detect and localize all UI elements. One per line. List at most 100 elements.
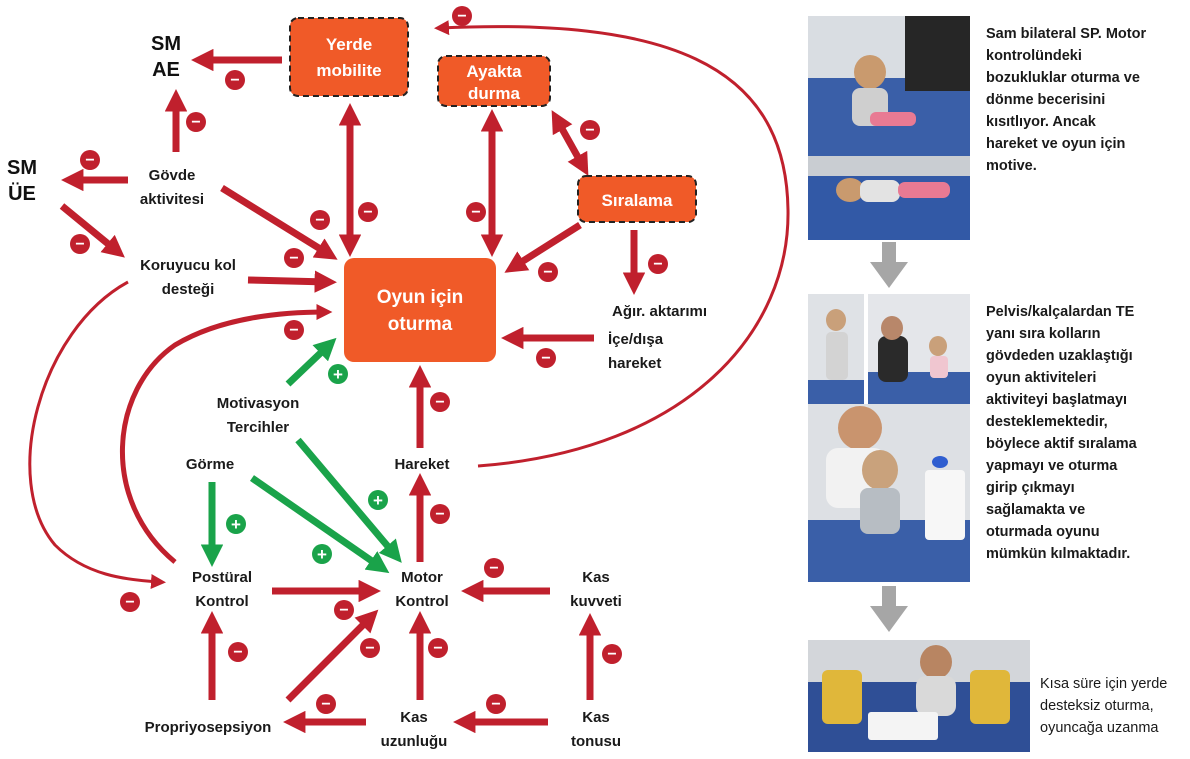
agirlik-label: Ağır. aktarımı — [612, 303, 707, 320]
svg-text:−: − — [433, 640, 442, 657]
minus-badge: − — [284, 248, 304, 268]
plus-badge: + — [368, 490, 388, 510]
minus-badge: − — [228, 642, 248, 662]
govde-line1: Gövde — [149, 167, 196, 184]
hareket-label: Hareket — [394, 456, 449, 473]
kas-uzunlugu-line1: Kas — [400, 709, 428, 726]
caption-3: Kısa süre için yerde desteksiz oturma, o… — [1040, 676, 1167, 736]
svg-text:−: − — [289, 250, 298, 267]
svg-text:+: + — [317, 545, 327, 564]
arrow-motivasyon-to-motor — [295, 437, 402, 563]
koruyucu-line2: desteği — [162, 281, 215, 298]
sm-ue-line2: ÜE — [8, 182, 36, 205]
minus-badge: − — [430, 504, 450, 524]
photo-child-sitting-on-mat — [808, 16, 970, 156]
govde-line2: aktivitesi — [140, 191, 204, 208]
siralama-label: Sıralama — [602, 191, 673, 210]
postural-line1: Postüral — [192, 569, 252, 586]
minus-badge: − — [334, 600, 354, 620]
motivasyon-line1: Motivasyon — [217, 395, 300, 412]
svg-text:+: + — [231, 515, 241, 534]
svg-text:−: − — [289, 322, 298, 339]
arrow-govde-to-oyun-oturma — [220, 185, 338, 260]
svg-text:−: − — [339, 602, 348, 619]
minus-badge: − — [538, 262, 558, 282]
minus-badge: − — [120, 592, 140, 612]
svg-text:−: − — [365, 640, 374, 657]
minus-badge: − — [80, 150, 100, 170]
svg-text:−: − — [585, 122, 594, 139]
caption3-line: oyuncağa uzanma — [1040, 720, 1159, 736]
minus-badge: − — [310, 210, 330, 230]
sm-ae-line1: SM — [151, 33, 181, 55]
minus-badge: − — [360, 638, 380, 658]
svg-text:−: − — [653, 256, 662, 273]
caption2-line: mümkün kılmaktadır. — [986, 546, 1130, 562]
caption1-line: Sam bilateral SP. Motor — [986, 26, 1146, 42]
sm-ae-line2: AE — [152, 59, 180, 81]
svg-text:−: − — [125, 594, 134, 611]
arrow-gorme-to-motor — [250, 475, 390, 574]
caption3-line: Kısa süre için yerde — [1040, 676, 1167, 692]
svg-text:+: + — [333, 365, 343, 384]
plus-badge: + — [226, 514, 246, 534]
minus-badge: − — [430, 392, 450, 412]
caption2-line: desteklemektedir, — [986, 414, 1108, 430]
motivasyon-line2: Tercihler — [227, 419, 289, 436]
svg-text:−: − — [435, 506, 444, 523]
kas-kuvveti-line2: kuvveti — [570, 593, 622, 610]
caption2-line: oyun aktiviteleri — [986, 370, 1096, 386]
ayakta-durma-line2: durma — [468, 84, 521, 103]
svg-text:−: − — [457, 8, 466, 25]
svg-text:−: − — [543, 264, 552, 281]
arrow-postural-to-oyun-oturma — [119, 304, 333, 564]
arrow-siralama-to-oyun-oturma — [504, 222, 582, 273]
caption2-line: yapmayı ve oturma — [986, 458, 1118, 474]
caption-2: Pelvis/kalçalardan TE yanı sıra kolların… — [986, 304, 1138, 562]
svg-text:−: − — [315, 212, 324, 229]
ayakta-durma-line1: Ayakta — [466, 62, 522, 81]
sm-ue-line1: SM — [7, 157, 37, 179]
box-ayakta-durma — [437, 55, 551, 107]
svg-text:−: − — [363, 204, 372, 221]
minus-badge: − — [428, 638, 448, 658]
minus-badge: − — [484, 558, 504, 578]
caption2-line: sağlamakta ve — [986, 502, 1085, 518]
gorme-label: Görme — [186, 456, 234, 473]
caption1-line: kısıtlıyor. Ancak — [986, 114, 1097, 130]
minus-badge: − — [225, 70, 245, 90]
minus-badge: − — [466, 202, 486, 222]
svg-text:−: − — [491, 696, 500, 713]
kas-kuvveti-line1: Kas — [582, 569, 610, 586]
caption1-line: dönme becerisini — [986, 92, 1105, 108]
svg-text:−: − — [607, 646, 616, 663]
minus-badge: − — [186, 112, 206, 132]
minus-badge: − — [452, 6, 472, 26]
caption1-line: bozukluklar oturma ve — [986, 70, 1140, 86]
propriyosepsiyon-label: Propriyosepsiyon — [145, 719, 272, 736]
kas-tonusu-line1: Kas — [582, 709, 610, 726]
flow-arrow-down-1 — [870, 242, 908, 288]
minus-badges: − − − − − − − − − − − − − − − − − − − − … — [70, 6, 668, 714]
koruyucu-line1: Koruyucu kol — [140, 257, 236, 274]
caption2-line: gövdeden uzaklaştığı — [986, 348, 1133, 364]
oyun-oturma-line2: oturma — [388, 314, 453, 335]
caption2-line: aktiviteyi başlatmayı — [986, 392, 1127, 408]
minus-badge: − — [648, 254, 668, 274]
minus-badge: − — [536, 348, 556, 368]
caption1-line: kontrolündeki — [986, 48, 1082, 64]
arrow-koruyucu-kol-to-oyun-oturma — [247, 270, 337, 293]
box-yerde-mobilite — [289, 17, 409, 97]
arrow-motivasyon-to-oyun-oturma — [285, 337, 337, 387]
arrow-ayakta-siralama-bidirectional — [551, 110, 589, 176]
caption2-line: oturmada oyunu — [986, 524, 1100, 540]
minus-badge: − — [70, 234, 90, 254]
kas-uzunlugu-line2: uzunluğu — [381, 733, 448, 750]
minus-badge: − — [358, 202, 378, 222]
plus-badge: + — [328, 364, 348, 384]
caption2-line: girip çıkmayı — [986, 480, 1075, 496]
svg-text:−: − — [85, 152, 94, 169]
svg-text:−: − — [321, 696, 330, 713]
svg-text:−: − — [75, 236, 84, 253]
